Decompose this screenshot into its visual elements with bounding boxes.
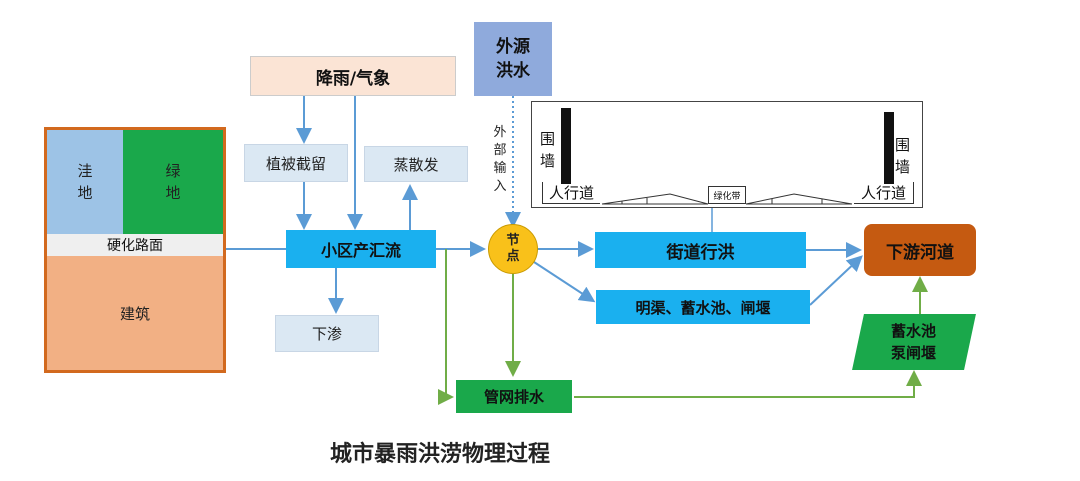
street-flood-box: 街道行洪 xyxy=(595,232,806,268)
road-profile xyxy=(561,108,894,205)
street-cross-section: 围 墙 围 墙 人行道 人行道 绿化带 xyxy=(531,101,923,208)
diagram-caption: 城市暴雨洪涝物理过程 xyxy=(330,442,551,467)
runoff-box: 小区产汇流 xyxy=(286,230,436,268)
sidewalk-right-label: 人行道 xyxy=(854,182,914,204)
arrow-node-canals xyxy=(533,261,596,303)
arrow-pipes-storage xyxy=(574,370,922,398)
storage-box: 蓄水池 泵闸堰 xyxy=(852,314,976,370)
storage-label: 蓄水池 泵闸堰 xyxy=(891,322,937,362)
wall-left-label: 围 墙 xyxy=(540,130,556,170)
rain-box: 降雨/气象 xyxy=(250,56,456,96)
sidewalk-left-label: 人行道 xyxy=(542,182,600,204)
pipe-drainage-box: 管网排水 xyxy=(456,380,572,413)
green-belt-label: 绿化带 xyxy=(708,186,746,204)
interception-box: 植被截留 xyxy=(244,144,348,182)
hard-road-area: 硬化路面 xyxy=(47,234,223,256)
green-area: 绿 地 xyxy=(123,130,223,234)
infiltration-box: 下渗 xyxy=(275,315,379,352)
downstream-river-box: 下游河道 xyxy=(864,224,976,276)
land-use-panel: 洼 地 绿 地 硬化路面 建筑 xyxy=(44,127,226,373)
canals-box: 明渠、蓄水池、闸堰 xyxy=(596,290,810,324)
wall-right-label: 围 墙 xyxy=(895,136,911,176)
external-flood-box: 外源 洪水 xyxy=(474,22,552,96)
node-circle: 节 点 xyxy=(488,224,538,274)
external-input-label: 外 部 输 入 xyxy=(493,125,507,194)
arrow-runoff-pipes xyxy=(438,249,454,405)
building-area: 建筑 xyxy=(47,256,223,370)
wadi-area: 洼 地 xyxy=(47,130,123,234)
arrow-canals-downstream xyxy=(809,255,863,306)
evaporation-box: 蒸散发 xyxy=(364,146,468,182)
